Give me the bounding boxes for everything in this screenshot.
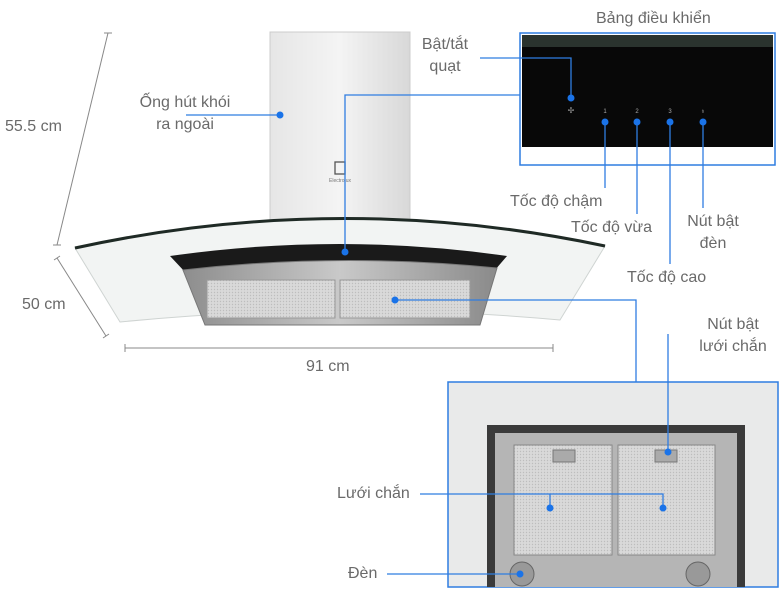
chimney [269,31,411,233]
detail-lamp-right [685,561,711,587]
callout-lines [186,57,704,575]
control-band [170,244,507,272]
speed-2-glyph: 2 [635,109,639,115]
depth-dimension: 50 cm [22,296,66,313]
speed-3-glyph: 3 [668,109,672,115]
filter-left [206,279,336,319]
width-dimension: 91 cm [306,358,350,375]
bulb-icon: ♁ [700,108,705,115]
speed-1-glyph: 1 [603,109,607,115]
lamp-label: Đèn [348,565,378,582]
speed-low-label: Tốc độ chậm [510,193,603,210]
fan-icon: ✢ [568,106,575,115]
brand-logo: Electrolux [329,178,351,184]
height-dimension: 55.5 cm [5,118,62,135]
filter-label: Lưới chắn [337,485,410,502]
filter-right [339,279,471,319]
detail-filter-right [617,444,716,556]
speed-high-label: Tốc độ cao [627,269,707,286]
detail-filter-left [513,444,613,556]
control-panel-title: Bảng điều khiển [596,10,711,27]
speed-mid-label: Tốc độ vừa [571,219,652,236]
dimension-lines [53,32,554,352]
callout-dots [276,94,707,578]
